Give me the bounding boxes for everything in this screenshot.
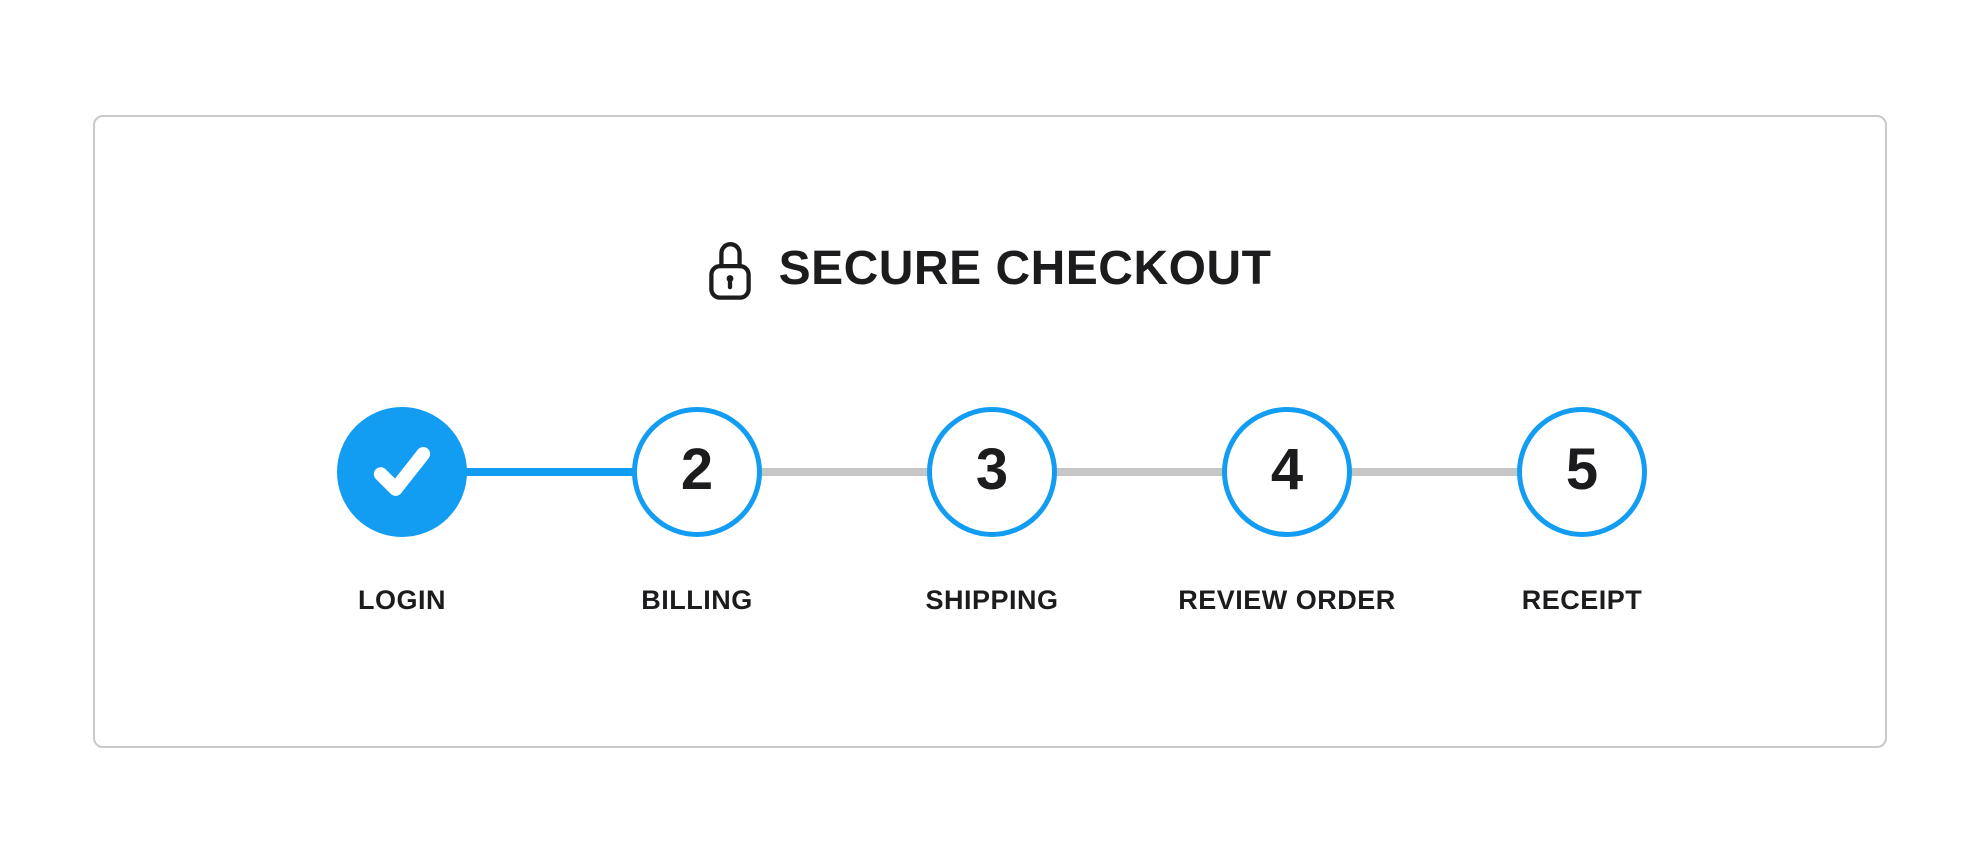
page-title: SECURE CHECKOUT bbox=[778, 242, 1272, 295]
step-label-login: LOGIN bbox=[358, 585, 446, 615]
step-indicator-billing[interactable]: 2 bbox=[632, 407, 762, 537]
step-indicator-review-order[interactable]: 4 bbox=[1222, 407, 1352, 537]
checkout-stepper: 2 3 4 5 LOGIN BILLING SHIPPING REVIEW OR… bbox=[337, 407, 1647, 637]
connector-review-receipt bbox=[1287, 468, 1582, 476]
step-indicator-receipt[interactable]: 5 bbox=[1517, 407, 1647, 537]
step-label-billing: BILLING bbox=[641, 585, 753, 615]
connector-shipping-review bbox=[992, 468, 1287, 476]
step-label-receipt: RECEIPT bbox=[1521, 585, 1643, 615]
step-indicator-shipping[interactable]: 3 bbox=[927, 407, 1057, 537]
check-icon bbox=[373, 447, 431, 496]
step-number: 2 bbox=[680, 437, 714, 502]
connector-login-billing bbox=[402, 468, 697, 476]
step-label-shipping: SHIPPING bbox=[925, 585, 1059, 615]
lock-icon bbox=[708, 242, 751, 300]
step-label-review-order: REVIEW ORDER bbox=[1178, 585, 1396, 615]
secure-checkout-header: SECURE CHECKOUT bbox=[95, 237, 1885, 301]
step-number: 4 bbox=[1270, 437, 1304, 502]
step-number: 5 bbox=[1565, 437, 1599, 502]
step-number: 3 bbox=[975, 437, 1009, 502]
step-indicator-login[interactable] bbox=[337, 407, 467, 537]
connector-billing-shipping bbox=[697, 468, 992, 476]
checkout-card: SECURE CHECKOUT 2 3 4 5 LOGIN BILLING SH… bbox=[93, 115, 1887, 748]
